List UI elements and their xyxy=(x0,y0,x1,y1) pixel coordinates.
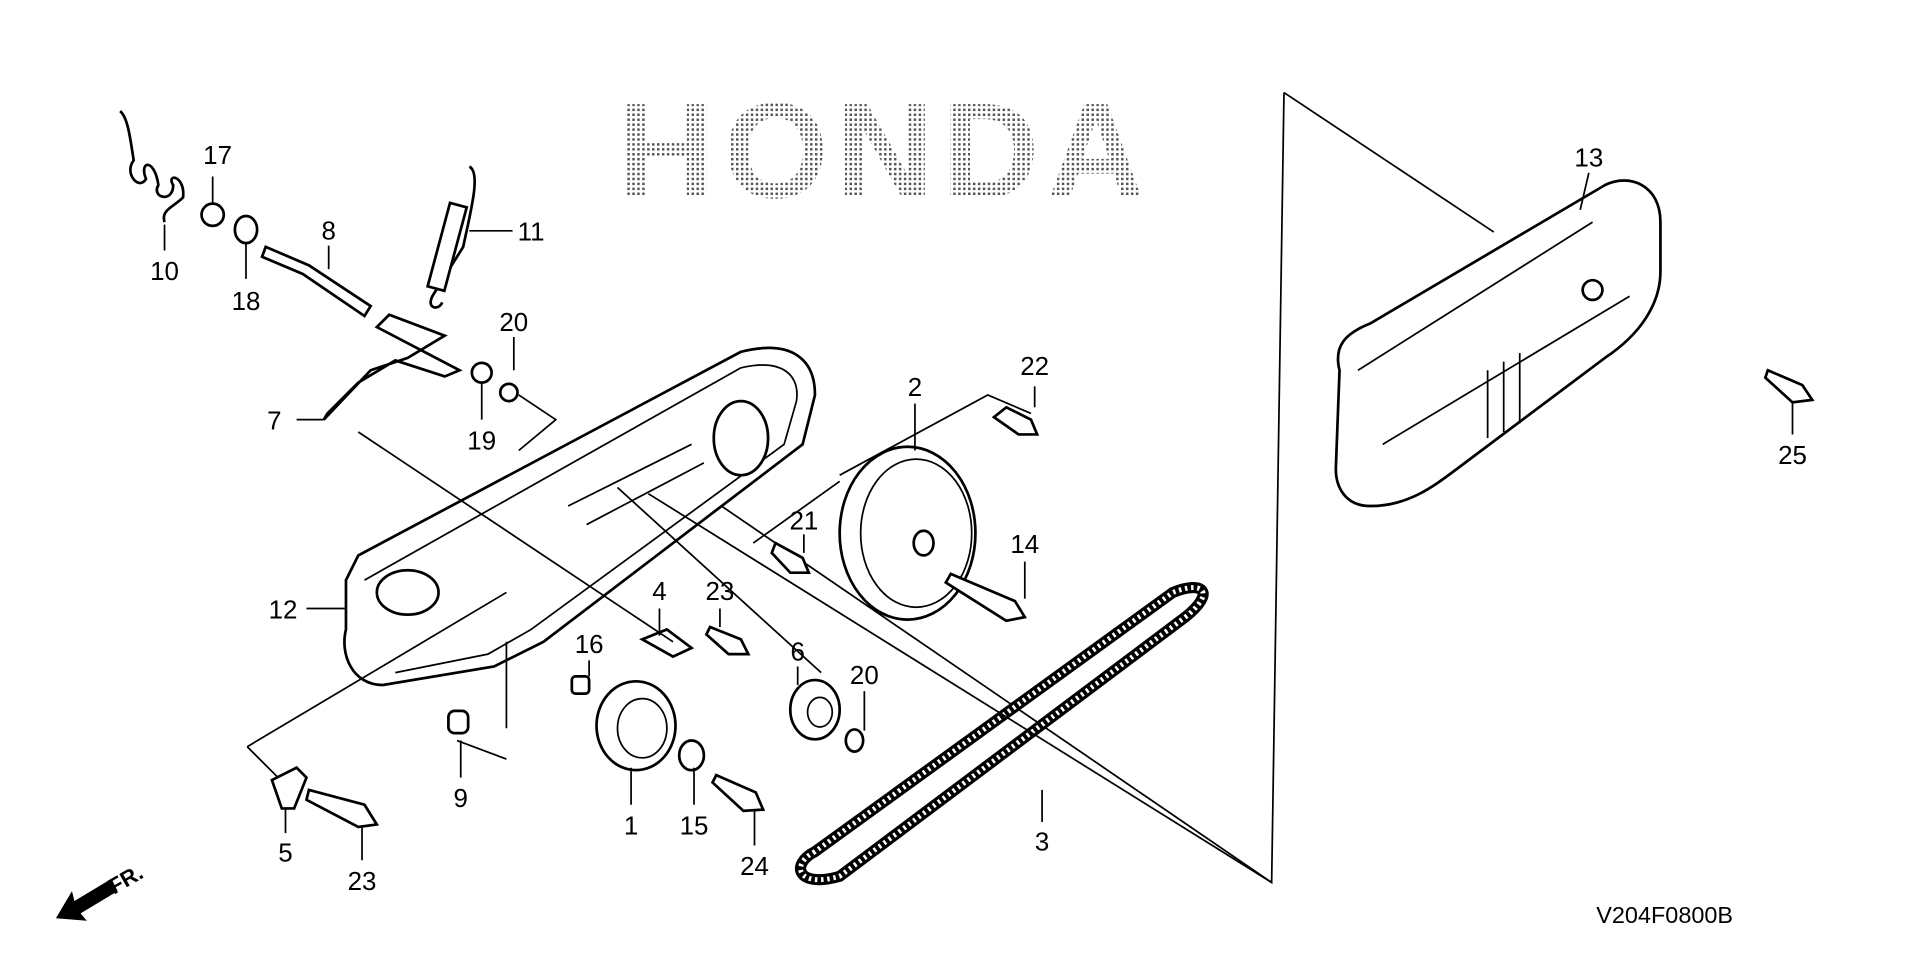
callout-3: 3 xyxy=(1035,828,1049,856)
callout-4: 4 xyxy=(652,578,666,606)
callout-19: 19 xyxy=(467,427,496,455)
callout-10: 10 xyxy=(150,258,179,286)
bracket xyxy=(270,766,309,810)
callout-2: 2 xyxy=(908,374,922,402)
callout-24: 24 xyxy=(740,853,769,881)
callout-22: 22 xyxy=(1020,353,1049,381)
washer xyxy=(677,739,706,772)
front-direction-arrow: FR. xyxy=(55,860,147,921)
flange-bolt xyxy=(943,572,1027,623)
tension-pulley xyxy=(788,678,842,741)
callout-14: 14 xyxy=(1010,531,1039,559)
collar xyxy=(570,675,591,695)
callout-6: 6 xyxy=(790,638,804,666)
flange-bolt xyxy=(304,788,380,829)
torsion-spring xyxy=(119,110,185,223)
callout-21: 21 xyxy=(789,507,818,535)
callout-5: 5 xyxy=(278,839,292,867)
tension-arm xyxy=(322,313,463,421)
spacer xyxy=(447,709,470,735)
washer xyxy=(233,214,259,245)
callout-20: 20 xyxy=(499,309,528,337)
callout-1: 1 xyxy=(624,812,638,840)
callout-11: 11 xyxy=(518,219,545,247)
callout-18: 18 xyxy=(232,288,261,316)
callout-12: 12 xyxy=(269,596,298,624)
honda-watermark: HONDA xyxy=(618,74,1153,226)
callout-9: 9 xyxy=(454,785,468,813)
flange-bolt xyxy=(710,773,766,813)
flange-bolt xyxy=(1763,368,1815,404)
diagram-code: V204F0800B xyxy=(1596,902,1733,928)
flange-bolt xyxy=(991,405,1040,436)
callout-20: 20 xyxy=(850,662,879,690)
callout-25: 25 xyxy=(1778,442,1807,470)
tension-spring xyxy=(429,165,477,309)
callout-23: 23 xyxy=(348,868,377,896)
belt-cover xyxy=(1334,179,1662,508)
flange-bolt xyxy=(704,625,751,656)
nut xyxy=(200,202,226,228)
callout-7: 7 xyxy=(267,408,281,436)
pivot-bolt xyxy=(260,245,373,318)
idler-pulley xyxy=(595,679,677,772)
callout-16: 16 xyxy=(575,631,604,659)
callout-17: 17 xyxy=(203,142,232,170)
flange-bolt xyxy=(770,541,811,575)
callout-8: 8 xyxy=(321,217,335,245)
callout-13: 13 xyxy=(1574,145,1603,173)
belt-case xyxy=(343,346,817,687)
callout-23: 23 xyxy=(706,578,735,606)
driven-pulley xyxy=(838,445,977,621)
clip xyxy=(844,728,865,754)
stay xyxy=(639,627,695,659)
callout-15: 15 xyxy=(680,812,709,840)
